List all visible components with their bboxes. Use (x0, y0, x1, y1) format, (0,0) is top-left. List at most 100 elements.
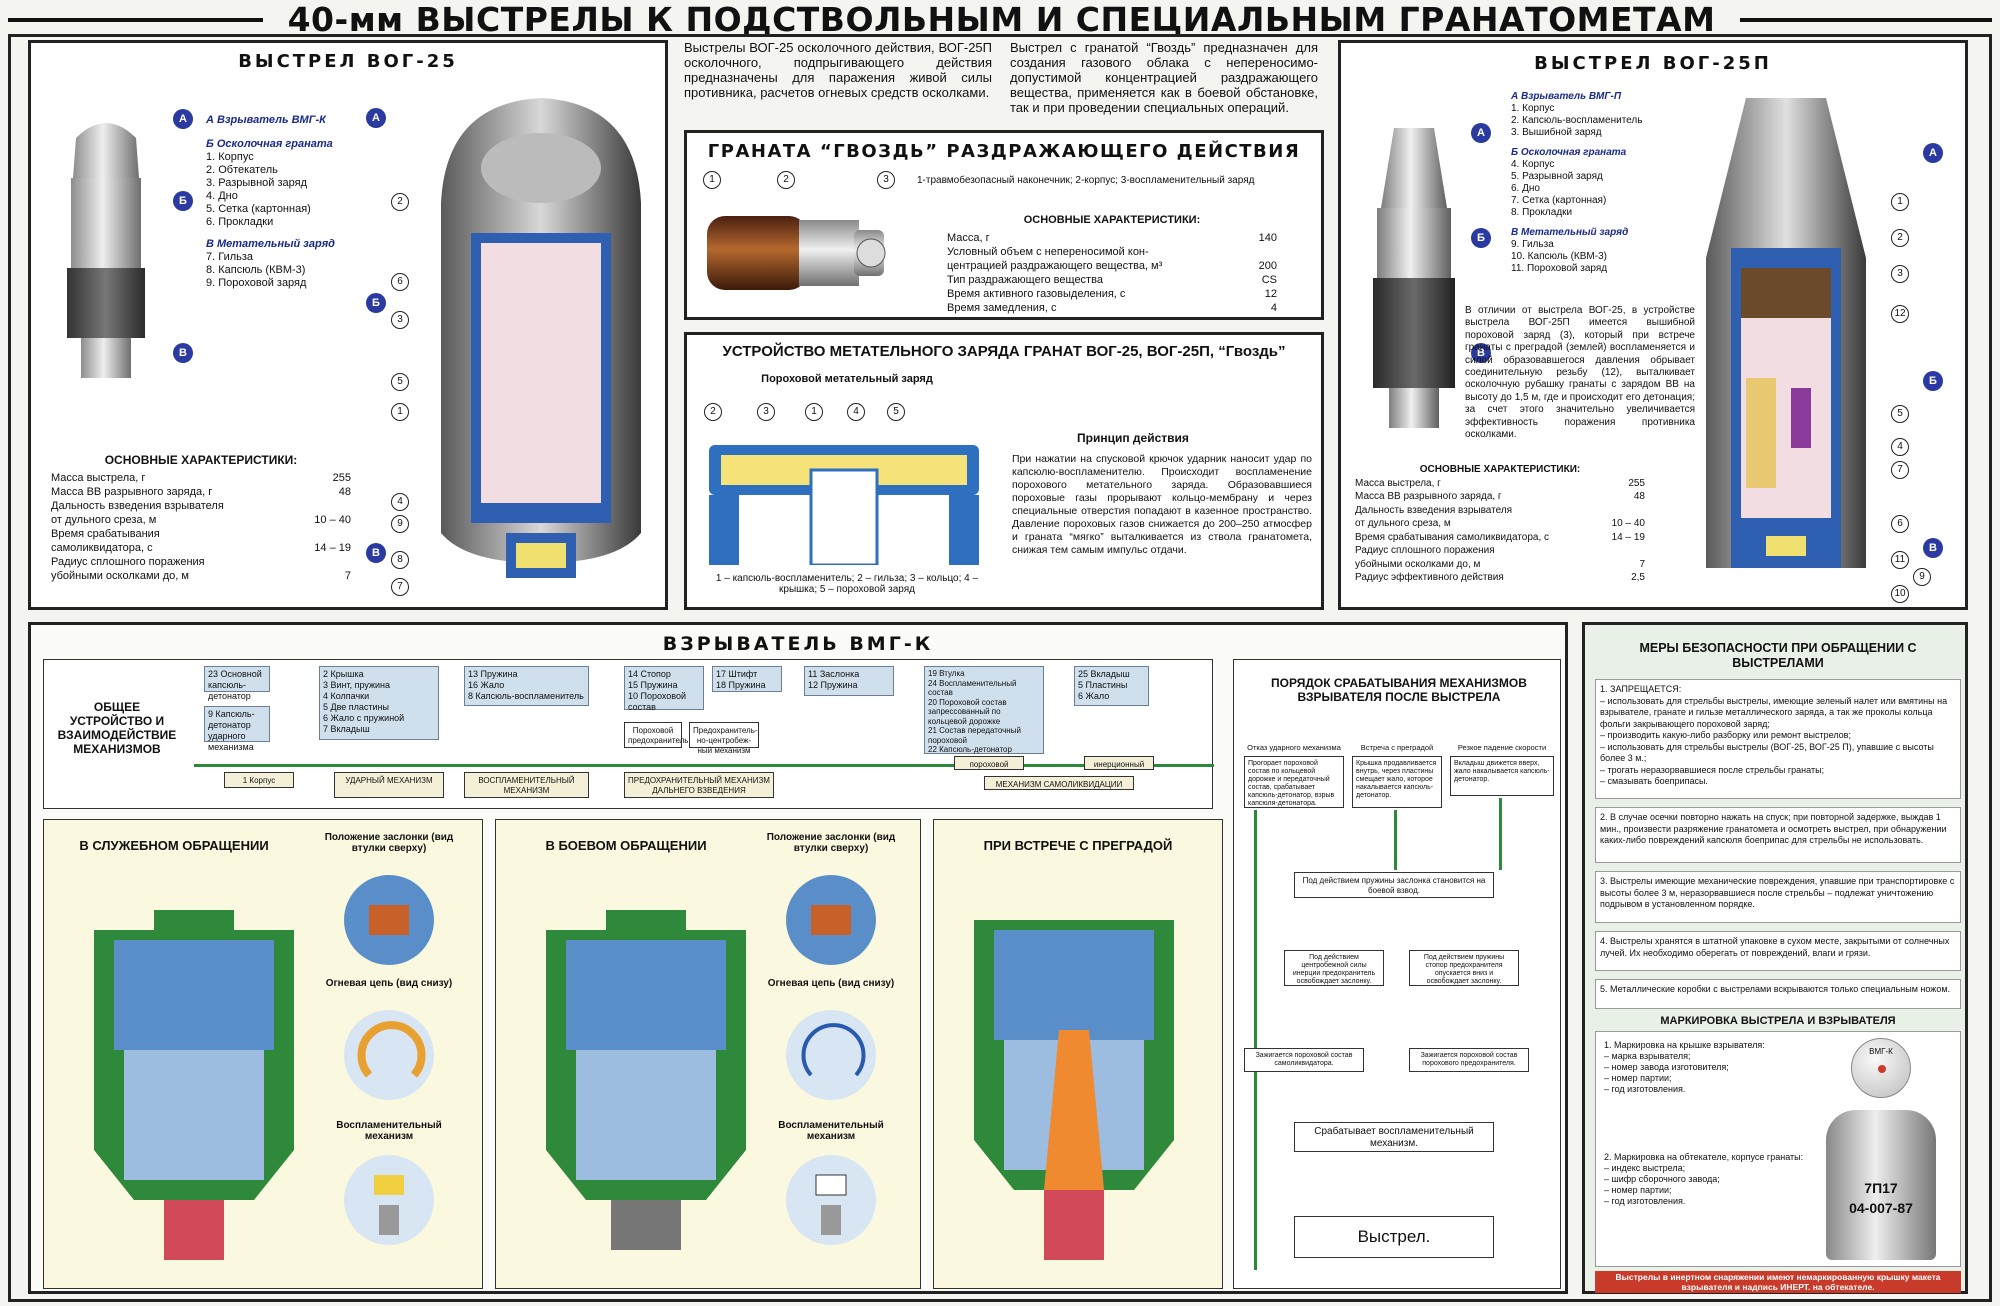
fuze-impact-svg (974, 920, 1174, 1260)
marking-title: МАРКИРОВКА ВЫСТРЕЛА И ВЗРЫВАТЕЛЯ (1660, 1015, 1896, 1027)
sequence-col: Отказ ударного механизма (1247, 743, 1341, 752)
vog25p-a-item: 1. Корпус (1511, 103, 1555, 114)
vog25p-callout: 10 (1891, 585, 1909, 603)
vog25p-callout: 11 (1891, 551, 1909, 569)
vog25-marker-v: В (173, 343, 193, 363)
fuze-cap-image: ВМГ-К (1851, 1038, 1911, 1098)
sequence-box: Под действием центробежной силы инерции … (1284, 950, 1384, 986)
charge-subtitle: Пороховой метательный заряд (761, 373, 933, 385)
vog25p-group-v: В Метательный заряд (1511, 227, 1629, 238)
sub-label: Положение заслонки (вид втулки сверху) (766, 832, 896, 854)
vog25p-callout: 2 (1891, 229, 1909, 247)
sub-label: Воспламенительный механизм (336, 1120, 442, 1142)
vog25p-cut-marker-v: В (1923, 538, 1943, 558)
vog25-callout: 2 (391, 193, 409, 211)
gvozd-photo (699, 208, 899, 298)
shell-text-1: 7П17 (1864, 1180, 1898, 1196)
intro-right: Выстрел с гранатой “Гвоздь” предназначен… (1010, 40, 1318, 115)
charge-legend: 1 – капсюль-воспламенитель; 2 – гильза; … (715, 573, 979, 595)
fuze-title: ВЗРЫВАТЕЛЬ ВМГ-К (662, 633, 934, 655)
vog25p-marker-v: В (1471, 343, 1491, 363)
vog25-b-item: 4. Дно (206, 190, 238, 202)
vog25-specs: ОСНОВНЫЕ ХАРАКТЕРИСТИКИ: Масса выстрела,… (51, 453, 351, 583)
vog25p-panel: ВЫСТРЕЛ ВОГ-25П А Б В А Взрыватель ВМГ-П… (1338, 40, 1968, 610)
vog25-group-b: Б Осколочная граната (206, 138, 333, 150)
vog25p-photo-svg (1373, 128, 1455, 428)
gvozd-callout-1: 1 (703, 171, 721, 189)
sub-label: Огневая цепь (вид снизу) (767, 978, 895, 989)
safety-item: 1. ЗАПРЕЩАЕТСЯ: – использовать для стрел… (1595, 679, 1961, 799)
fuze-small-box: Пороховой предохранитель (624, 722, 688, 748)
vog25p-cut-marker-a: А (1923, 143, 1943, 163)
charge-diagram-svg (709, 445, 979, 567)
vog25p-b-item: 8. Прокладки (1511, 207, 1573, 218)
fuze-box: 14 Стопор 15 Пружина 10 Пороховой состав (624, 666, 704, 712)
fuze-cap-text: ВМГ-К (1869, 1047, 1893, 1056)
vog25p-a-item: 3. Вышибной заряд (1511, 127, 1602, 138)
fuze-box: 11 Заслонка 12 Пружина (804, 666, 894, 696)
vog25-title: ВЫСТРЕЛ ВОГ-25 (238, 51, 458, 72)
fuze-box: 25 Вкладыш 5 Пластины 6 Жало (1074, 666, 1149, 706)
vog25p-group-a: А Взрыватель ВМГ-П (1511, 91, 1622, 102)
gvozd-photo-svg (707, 216, 886, 290)
marking-1: 1. Маркировка на крышке взрывателя: – ма… (1604, 1040, 1765, 1094)
fuze-mechanism-label: ВОСПЛАМЕНИТЕЛЬНЫЙ МЕХАНИЗМ (464, 772, 589, 798)
vog25-callout: 5 (391, 373, 409, 391)
vog25-photo (51, 108, 161, 388)
vog25p-b-item: 4. Корпус (1511, 159, 1555, 170)
fuze-mechanism-label: ПРЕДОХРАНИТЕЛЬНЫЙ МЕХАНИЗМ ДАЛЬНЕГО ВЗВЕ… (624, 772, 774, 798)
vog25p-callout: 6 (1891, 515, 1909, 533)
vog25-cutaway-svg (441, 98, 641, 578)
vog25p-title: ВЫСТРЕЛ ВОГ-25П (1534, 53, 1772, 74)
vog25p-specs: ОСНОВНЫЕ ХАРАКТЕРИСТИКИ: Масса выстрела,… (1355, 463, 1645, 585)
vog25-marker-a: А (173, 109, 193, 129)
spec-row: Радиус сплошного поражения (51, 556, 205, 568)
fuze-box: 23 Основной капсюль-детонатор (204, 666, 270, 701)
vog25p-callout: 5 (1891, 405, 1909, 423)
vog25p-v-item: 11. Пороховой заряд (1511, 263, 1608, 274)
vog25-b-item: 3. Разрывной заряд (206, 177, 308, 189)
fuze-general-label: ОБЩЕЕ УСТРОЙСТВО И ВЗАИМОДЕЙСТВИЕ МЕХАНИ… (57, 700, 177, 756)
shutter-position-svg (344, 875, 434, 965)
outer-frame (8, 34, 1992, 1302)
state-panel-impact: ПРИ ВСТРЕЧЕ С ПРЕГРАДОЙ (933, 819, 1223, 1289)
vog25-callout: 3 (391, 311, 409, 329)
vog25-callout: 1 (391, 403, 409, 421)
charge-callout: 1 (805, 403, 823, 421)
sequence-col: Резкое падение скорости (1457, 743, 1547, 752)
sequence-box: Зажигается пороховой состав самоликвидат… (1244, 1048, 1364, 1072)
inert-warning: Выстрелы в инертном снаряжении имеют нем… (1595, 1271, 1961, 1293)
gvozd-panel: ГРАНАТА “ГВОЗДЬ” РАЗДРАЖАЮЩЕГО ДЕЙСТВИЯ … (684, 130, 1324, 320)
vog25-callout: 9 (391, 515, 409, 533)
sequence-title: ПОРЯДОК СРАБАТЫВАНИЯ МЕХАНИЗМОВ ВЗРЫВАТЕ… (1271, 676, 1527, 704)
header-rule-right (1740, 18, 1992, 22)
vog25-callout: 6 (391, 273, 409, 291)
gvozd-callout-3: 3 (877, 171, 895, 189)
vog25-callout: 8 (391, 551, 409, 569)
sequence-box: Срабатывает воспламенительный механизм. (1294, 1122, 1494, 1152)
fuze-cap-dot (1878, 1065, 1886, 1073)
spec-row: Время срабатывания (51, 528, 160, 540)
charge-callout: 5 (887, 403, 905, 421)
vog25-photo-svg (67, 123, 145, 378)
shot-box: Выстрел. (1294, 1216, 1494, 1258)
vog25p-marker-a: А (1471, 123, 1491, 143)
charge-diagram (699, 435, 989, 567)
fuze-combat-svg (546, 910, 746, 1250)
safety-item: 5. Металлические коробки с выстрелами вс… (1595, 979, 1961, 1009)
vog25p-callout: 3 (1891, 265, 1909, 283)
safety-panel: МЕРЫ БЕЗОПАСНОСТИ ПРИ ОБРАЩЕНИИ С ВЫСТРЕ… (1582, 622, 1968, 1294)
gvozd-specs-title: ОСНОВНЫЕ ХАРАКТЕРИСТИКИ: (1023, 214, 1201, 226)
vog25-cut-marker-a: А (366, 108, 386, 128)
fuze-mechanism-label: пороховой (954, 756, 1024, 770)
vog25p-photo (1359, 108, 1469, 438)
